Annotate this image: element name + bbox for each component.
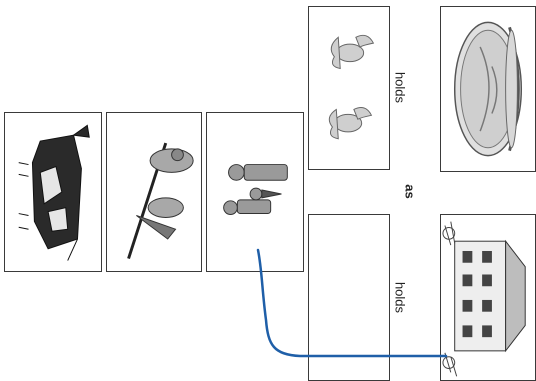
card-fish-bowl — [440, 6, 536, 172]
choice-card-cow[interactable] — [4, 112, 102, 272]
choice-card-fisherman[interactable] — [106, 112, 202, 272]
card-goldfish — [308, 6, 390, 170]
family-icon — [223, 164, 288, 216]
fish-bowl-icon — [453, 21, 523, 157]
fisherman-icon — [127, 142, 194, 260]
relation-label-top: holds — [392, 71, 408, 104]
choice-card-family[interactable] — [206, 112, 304, 272]
cow-icon — [18, 124, 90, 261]
connector-label: as — [402, 184, 418, 199]
relation-label-bottom: holds — [392, 281, 408, 314]
house-icon — [442, 221, 526, 377]
answer-box[interactable] — [308, 214, 390, 381]
card-house — [440, 214, 536, 381]
goldfish-icon — [328, 34, 375, 140]
